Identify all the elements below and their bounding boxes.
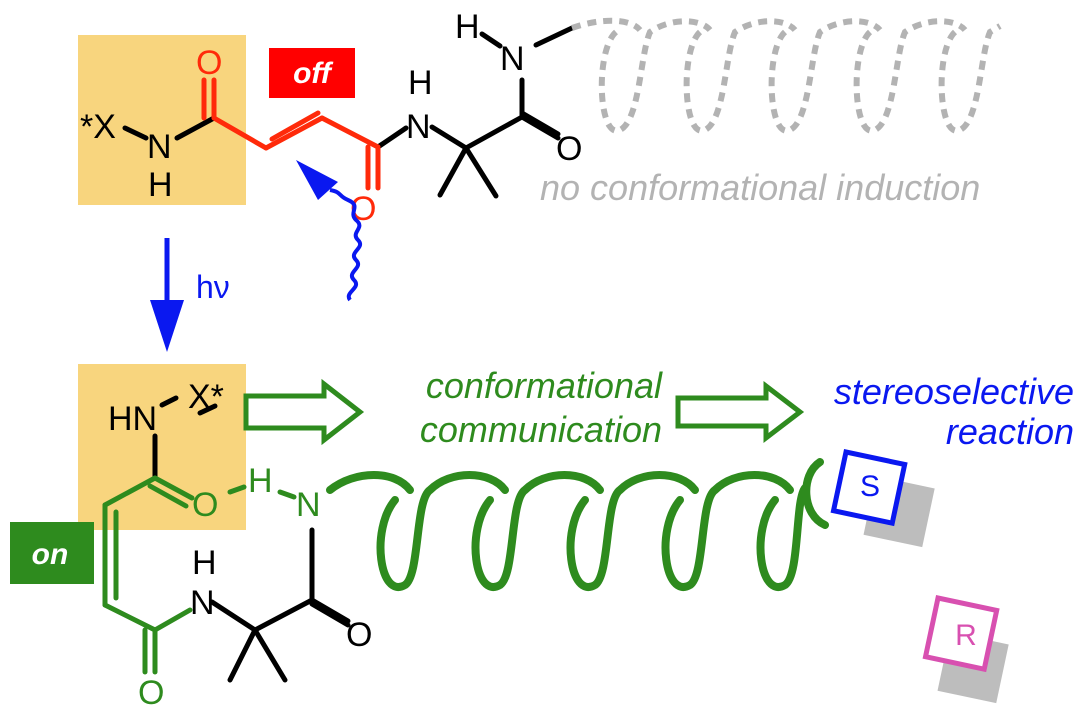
bottom-hbond-o: O	[192, 486, 218, 524]
top-amide-n: N	[147, 128, 172, 166]
top-red-bonds	[201, 77, 381, 191]
green-helix	[326, 458, 829, 591]
bottom-n4: N	[190, 584, 215, 622]
caption-conformational: conformational	[426, 365, 663, 406]
bottom-carbonyl-o-low: O	[138, 674, 164, 712]
top-chiral-label: *X	[80, 108, 116, 146]
bottom-h4: H	[192, 544, 217, 582]
off-badge	[269, 48, 355, 98]
top-gray-helix	[570, 17, 1002, 134]
bottom-carbonyl-o4: O	[346, 616, 372, 654]
hollow-arrow-2	[675, 380, 805, 444]
top-carbonyl-o1: O	[196, 44, 222, 82]
top-amide-h: H	[148, 166, 173, 204]
bottom-hbond-n: N	[296, 486, 321, 524]
bottom-black-bonds	[152, 395, 351, 683]
bottom-hbond-h: H	[248, 462, 273, 500]
top-carbonyl-o3: O	[556, 130, 582, 168]
on-badge-label: on	[32, 538, 69, 571]
r-label: R	[955, 619, 977, 652]
top-n2: N	[406, 108, 431, 146]
bottom-chiral-label: X*	[188, 378, 224, 416]
s-substrate-square: S	[830, 449, 935, 548]
s-label: S	[860, 470, 880, 503]
top-h3: H	[455, 8, 480, 46]
top-black-bonds	[122, 25, 575, 199]
hv-arrow	[150, 238, 184, 352]
light-wavy-arrow	[296, 160, 362, 302]
caption-communication: communication	[420, 409, 662, 450]
no-induction-caption: no conformational induction	[540, 167, 980, 208]
caption-reaction: reaction	[946, 411, 1074, 452]
caption-stereoselective: stereoselective	[834, 371, 1074, 412]
r-substrate-square: R	[922, 595, 1009, 704]
top-n3: N	[500, 40, 525, 78]
top-h2: H	[408, 64, 433, 102]
bottom-green-bonds	[102, 475, 297, 675]
on-badge	[10, 522, 94, 584]
bottom-hn-label: HN	[108, 400, 157, 438]
hv-label: hν	[196, 269, 230, 305]
hollow-arrow-1	[243, 378, 365, 446]
off-badge-label: off	[293, 57, 334, 90]
